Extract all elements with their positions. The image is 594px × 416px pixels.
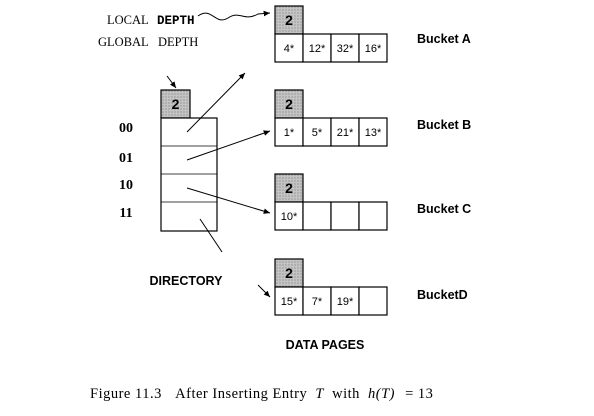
bucket-b: 2 1* 5* 21* 13* Bucket B bbox=[274, 89, 471, 147]
bucket-a-entry-1: 4* bbox=[284, 43, 295, 55]
bucket-a-local-depth-box bbox=[274, 5, 304, 35]
local-label: LOCAL bbox=[107, 13, 149, 27]
bucket-b-entry-3: 21* bbox=[337, 127, 354, 139]
bucket-d-local-depth-box bbox=[274, 258, 304, 288]
caption-with: with bbox=[332, 386, 360, 402]
bucket-a-entry-2: 12* bbox=[309, 43, 326, 55]
pointer-10-to-c bbox=[186, 187, 271, 214]
caption-figure-number: Figure 11.3 bbox=[90, 386, 162, 402]
bucket-c: 2 10* Bucket C bbox=[274, 173, 471, 231]
directory-entry-10: 10 bbox=[119, 178, 133, 193]
bucket-a-local-depth: 2 bbox=[285, 12, 293, 28]
pointer-11-to-d bbox=[199, 218, 223, 253]
bucket-b-label: Bucket B bbox=[417, 118, 471, 132]
bucket-b-local-depth: 2 bbox=[285, 96, 293, 112]
local-depth-pointer bbox=[197, 10, 271, 21]
directory-entry-01: 01 bbox=[119, 151, 133, 166]
global-label: GLOBAL bbox=[98, 35, 149, 49]
bucket-b-entry-1: 1* bbox=[284, 127, 295, 139]
data-pages-label: DATA PAGES bbox=[286, 338, 365, 352]
bucket-b-entry-2: 5* bbox=[312, 127, 323, 139]
global-depth-label: DEPTH bbox=[158, 35, 198, 49]
caption-func: h(T) bbox=[368, 386, 395, 402]
bucket-a-label: Bucket A bbox=[417, 32, 471, 46]
directory-box bbox=[160, 117, 218, 232]
bucket-d-local-depth: 2 bbox=[285, 265, 293, 281]
bucket-d-label: BucketD bbox=[417, 288, 468, 302]
bucket-a-entry-3: 32* bbox=[337, 43, 354, 55]
bucket-c-label: Bucket C bbox=[417, 202, 471, 216]
bucket-c-entry-1: 10* bbox=[281, 211, 298, 223]
pointer-11-to-d-head bbox=[257, 284, 271, 298]
bucket-d-entry-1: 15* bbox=[281, 296, 298, 308]
directory: 2 00 01 10 11 DIRECTORY bbox=[119, 89, 224, 288]
bucket-c-local-depth: 2 bbox=[285, 180, 293, 196]
bucket-d-entry-3: 19* bbox=[337, 296, 354, 308]
caption-text: After Inserting Entry bbox=[175, 386, 307, 402]
bucket-a: 2 4* 12* 32* 16* Bucket A bbox=[274, 5, 471, 63]
bucket-d-entry-2: 7* bbox=[312, 296, 323, 308]
caption-var: T bbox=[315, 386, 324, 402]
caption-eq: = 13 bbox=[405, 386, 433, 402]
directory-label: DIRECTORY bbox=[150, 274, 224, 288]
bucket-c-local-depth-box bbox=[274, 173, 304, 203]
bucket-a-entry-4: 16* bbox=[365, 43, 382, 55]
directory-entry-00: 00 bbox=[119, 121, 133, 136]
pointer-01-to-b bbox=[186, 130, 271, 161]
global-depth-pointer bbox=[166, 75, 177, 89]
bucket-b-entry-4: 13* bbox=[365, 127, 382, 139]
global-depth-value: 2 bbox=[172, 96, 180, 112]
bucket-d: 2 15* 7* 19* BucketD bbox=[274, 258, 468, 316]
pointer-00-to-a bbox=[186, 72, 246, 133]
directory-entry-11: 11 bbox=[119, 206, 132, 221]
figure-caption: Figure 11.3 After Inserting Entry T with… bbox=[90, 386, 433, 402]
local-depth-label: DEPTH bbox=[157, 14, 195, 28]
